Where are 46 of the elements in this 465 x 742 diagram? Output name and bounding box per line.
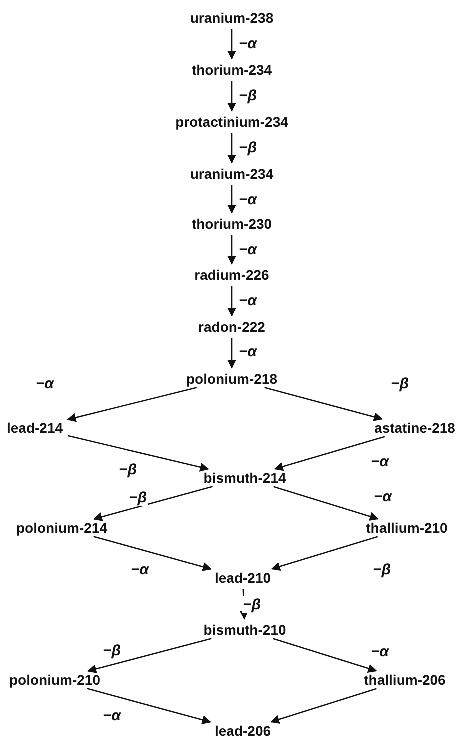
arrow [87, 688, 212, 724]
isotope-name: polonium-210 [8, 672, 102, 688]
edge-label: −β [102, 642, 122, 660]
arrow [274, 486, 380, 522]
arrow [264, 387, 384, 422]
arrow [240, 588, 249, 620]
isotope-name: lead-206 [212, 723, 274, 739]
arrow [227, 235, 237, 265]
isotope-name: lead-214 [4, 420, 66, 436]
isotope-name: uranium-234 [188, 166, 276, 182]
isotope-name: bismuth-210 [202, 622, 288, 638]
isotope-name: uranium-238 [188, 10, 276, 26]
isotope-name: astatine-218 [372, 420, 458, 436]
edge-label: −β [128, 490, 148, 506]
edge-label: −β [118, 462, 138, 478]
isotope-name: polonium-214 [14, 520, 110, 536]
arrow [273, 638, 378, 673]
arrow [270, 688, 377, 724]
arrow [94, 536, 212, 572]
arrow [227, 185, 237, 214]
edge-label: −β [390, 376, 410, 392]
isotope-name: radon-222 [196, 319, 268, 335]
arrow [227, 338, 237, 369]
isotope-name: thallium-206 [362, 672, 448, 688]
arrow [271, 536, 378, 572]
edge-label: −β [238, 88, 258, 104]
isotope-name: bismuth-214 [202, 470, 288, 486]
edge-label: −β [238, 140, 258, 156]
isotope-name: protactinium-234 [174, 114, 290, 130]
arrow [67, 387, 198, 422]
edge-label: −β [372, 562, 392, 578]
arrow [87, 638, 212, 674]
isotope-name: lead-210 [212, 570, 274, 586]
arrow [274, 436, 386, 472]
edge-label: −β [242, 596, 262, 614]
arrow [227, 133, 237, 164]
arrow [93, 486, 213, 522]
arrow [227, 286, 237, 317]
isotope-name: radium-226 [192, 267, 272, 283]
isotope-name: polonium-218 [184, 371, 280, 387]
isotope-name: thorium-230 [190, 216, 274, 232]
arrow [227, 81, 237, 112]
isotope-name: thallium-210 [364, 520, 450, 536]
arrow [68, 435, 210, 472]
isotope-name: thorium-234 [190, 62, 274, 78]
arrow [227, 29, 237, 60]
